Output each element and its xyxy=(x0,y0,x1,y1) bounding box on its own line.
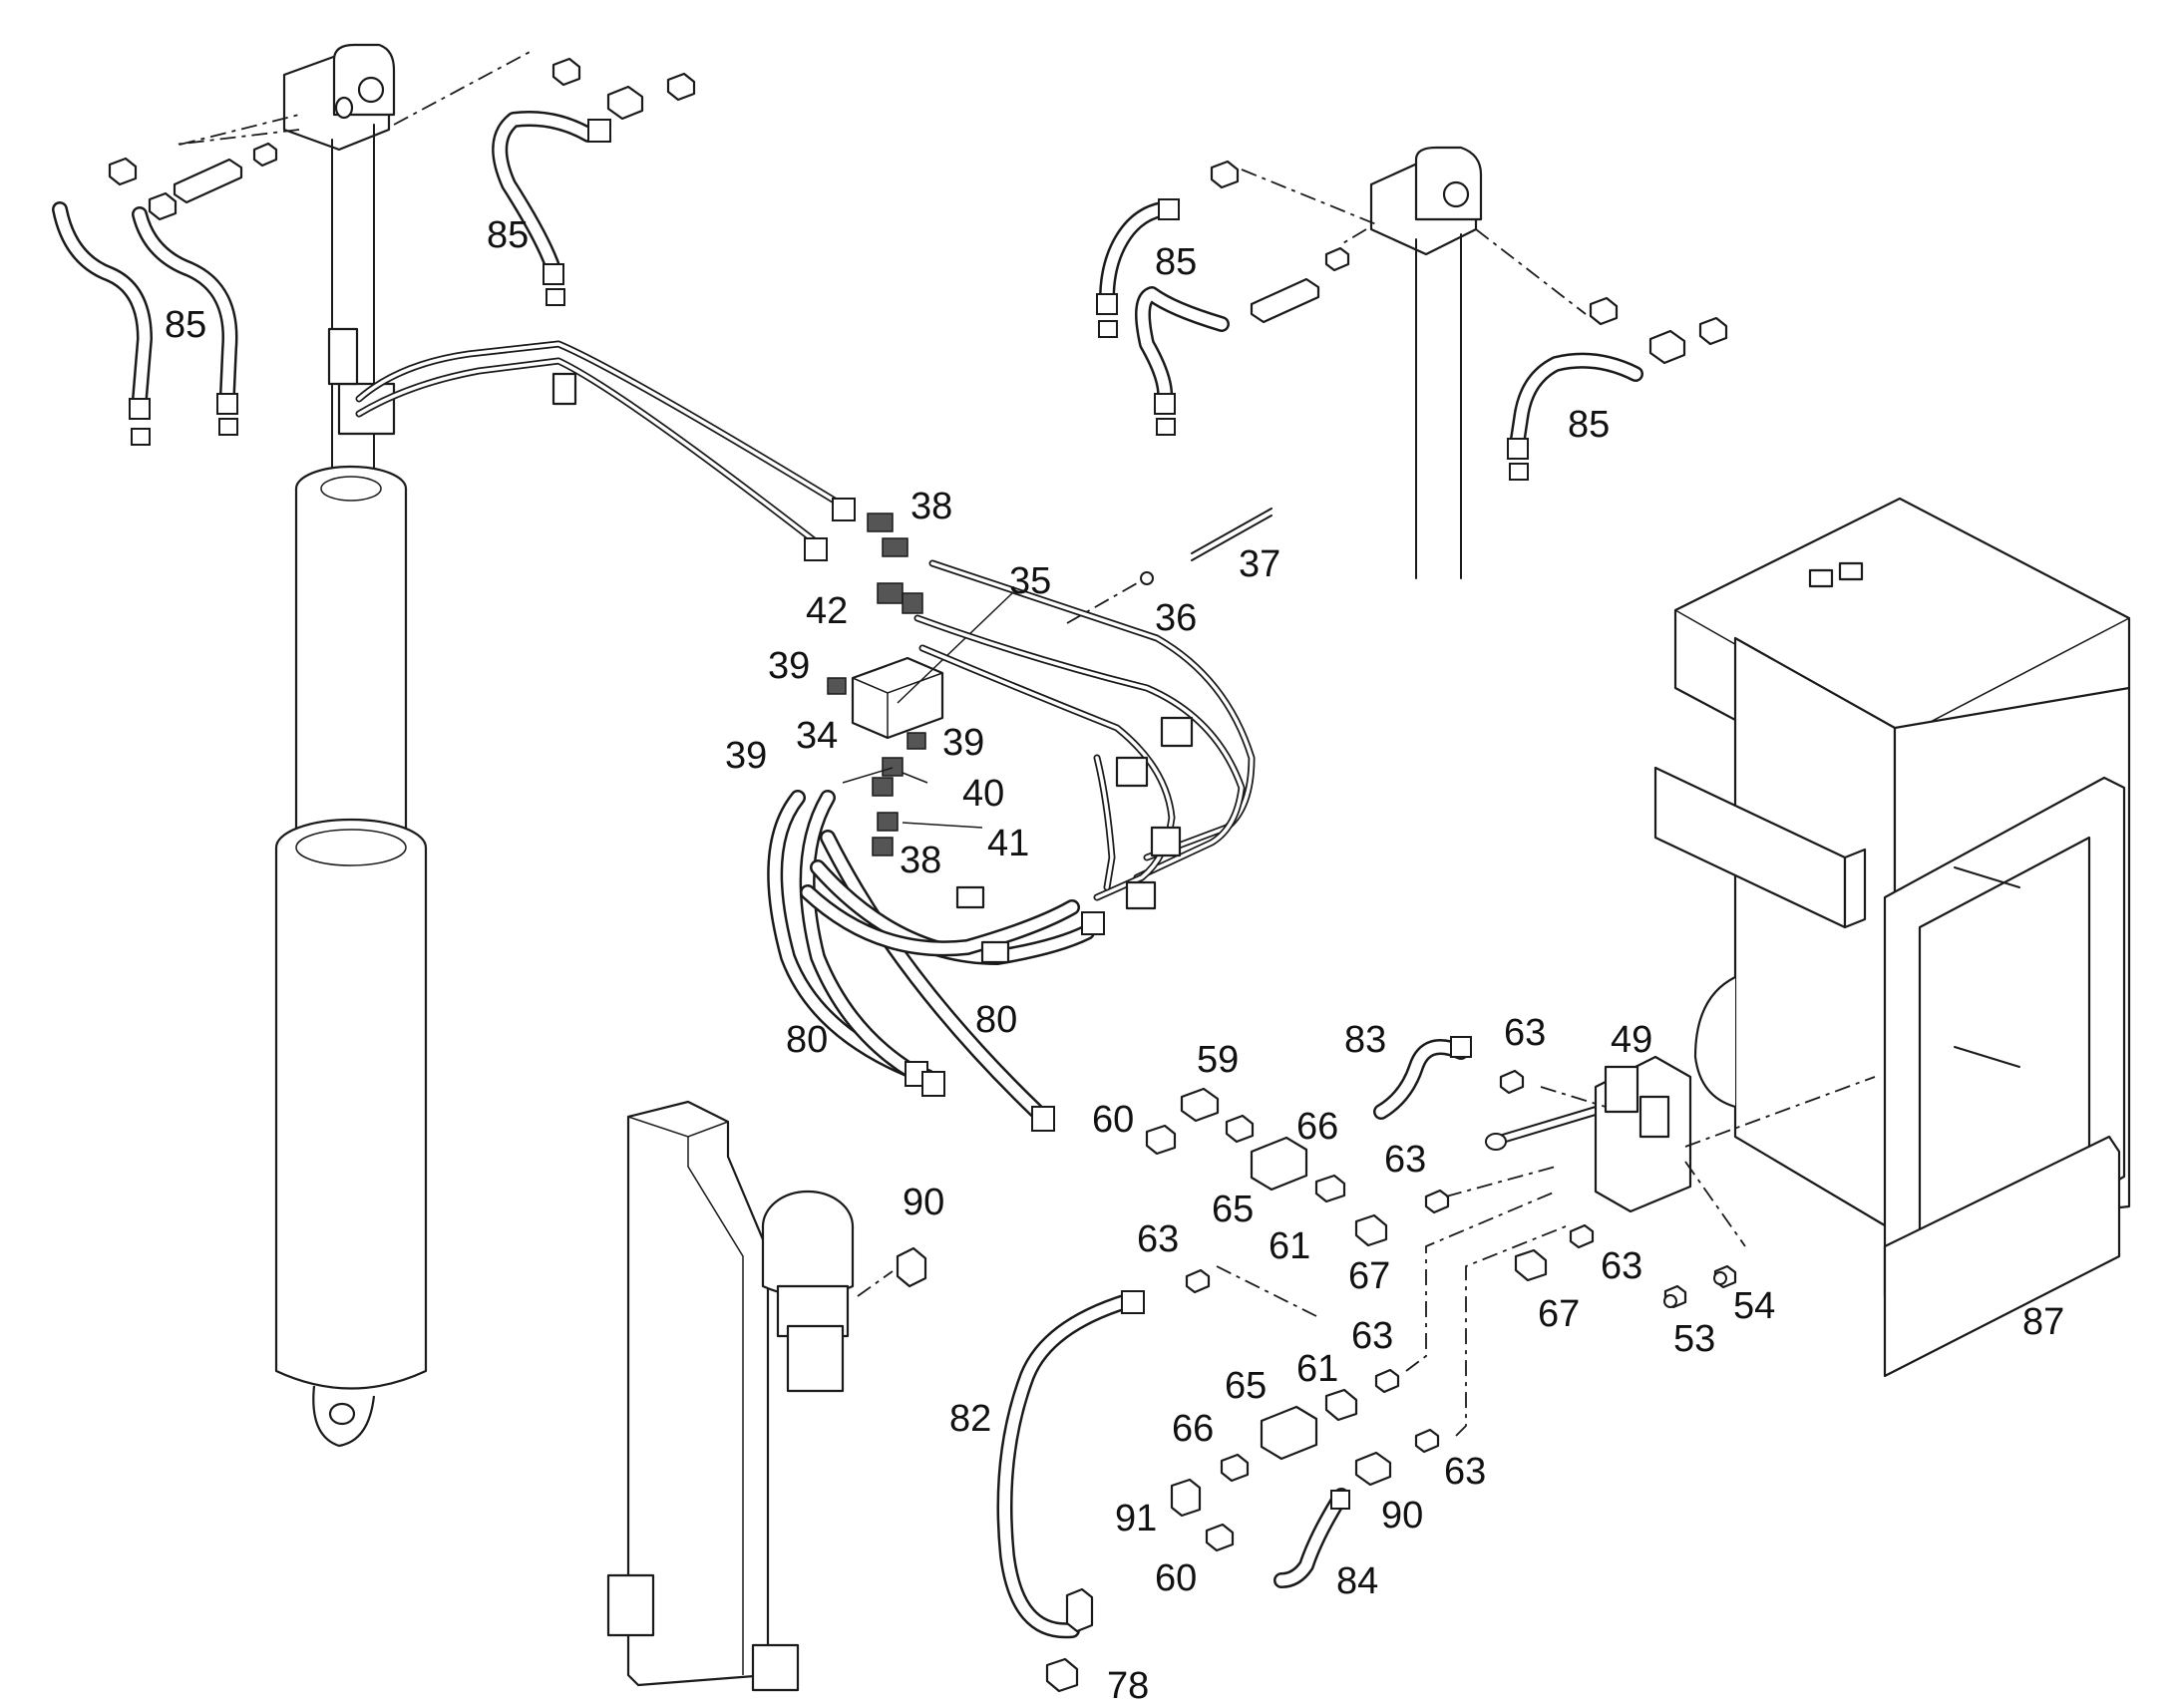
hose-85-left-b xyxy=(132,206,238,436)
pipes-left-to-valve xyxy=(355,340,856,561)
lbl-53: 53 xyxy=(1673,1318,1715,1360)
hose-84 xyxy=(1273,1488,1350,1588)
hose-85-right-a xyxy=(1096,198,1180,338)
lbl-63-f: 63 xyxy=(1444,1451,1486,1493)
dashline-3 xyxy=(179,114,300,146)
lbl-80-b: 80 xyxy=(975,999,1017,1041)
washer-54 xyxy=(1713,1271,1727,1285)
hose-85-right-b xyxy=(1135,286,1230,436)
hose-82 xyxy=(996,1290,1145,1693)
lbl-37: 37 xyxy=(1239,543,1280,585)
lbl-66-b: 66 xyxy=(1172,1408,1214,1450)
lbl-87: 87 xyxy=(2022,1301,2064,1343)
lbl-49: 49 xyxy=(1611,1019,1652,1061)
lbl-60-a: 60 xyxy=(1092,1099,1134,1141)
left-cylinder xyxy=(274,43,428,1448)
lbl-39-b: 39 xyxy=(942,722,984,764)
callout-labels: 85 85 85 85 38 37 35 42 36 39 34 39 39 4… xyxy=(165,214,2064,1707)
lbl-65-b: 65 xyxy=(1225,1365,1267,1407)
lbl-85-d: 85 xyxy=(1568,404,1610,446)
fittings-cluster-top xyxy=(1145,1069,1737,1309)
lbl-90-b: 90 xyxy=(1381,1495,1423,1537)
lbl-78: 78 xyxy=(1107,1665,1149,1707)
lbl-85-a: 85 xyxy=(487,214,529,256)
lbl-61-a: 61 xyxy=(1269,1225,1310,1267)
control-housing-87 xyxy=(1653,497,2131,1378)
lbl-85-b: 85 xyxy=(165,304,206,346)
washer-53 xyxy=(1663,1294,1677,1308)
lbl-38-b: 38 xyxy=(900,840,941,881)
hose-85-left-c xyxy=(492,111,611,306)
lbl-63-a: 63 xyxy=(1504,1012,1546,1054)
lbl-60-b: 60 xyxy=(1155,1557,1197,1599)
lbl-83: 83 xyxy=(1344,1019,1386,1061)
lbl-84: 84 xyxy=(1336,1560,1378,1602)
lbl-91: 91 xyxy=(1115,1498,1157,1539)
dashline-5 xyxy=(1475,228,1587,315)
lbl-63-c: 63 xyxy=(1137,1218,1179,1260)
hoses-80 xyxy=(767,790,1105,1132)
lbl-34: 34 xyxy=(796,715,838,757)
lbl-85-c: 85 xyxy=(1155,241,1197,283)
lbl-35: 35 xyxy=(1009,560,1051,602)
hose-83 xyxy=(1373,1036,1472,1120)
dashline-6 xyxy=(1340,228,1367,245)
top-left-fittings xyxy=(108,57,696,221)
dashline-4 xyxy=(1241,169,1377,225)
lbl-41: 41 xyxy=(987,823,1029,864)
dashline-1 xyxy=(393,49,535,126)
lbl-80-a: 80 xyxy=(786,1019,828,1061)
lbl-65-a: 65 xyxy=(1212,1189,1254,1230)
right-cylinder xyxy=(1369,146,1483,579)
lbl-42: 42 xyxy=(806,590,848,632)
lbl-40: 40 xyxy=(962,773,1004,815)
fittings-cluster-bottom xyxy=(1170,1191,1567,1552)
lbl-61-b: 61 xyxy=(1296,1348,1338,1390)
top-right-fittings xyxy=(1210,160,1728,365)
lbl-36: 36 xyxy=(1155,597,1197,639)
lbl-66-a: 66 xyxy=(1296,1106,1338,1148)
lbl-67-b: 67 xyxy=(1538,1293,1580,1335)
lbl-67-a: 67 xyxy=(1348,1255,1390,1297)
lbl-39-a: 39 xyxy=(768,645,810,687)
lbl-63-b: 63 xyxy=(1384,1139,1426,1181)
lbl-38-a: 38 xyxy=(910,486,952,527)
lbl-63-d: 63 xyxy=(1601,1245,1642,1287)
lbl-63-e: 63 xyxy=(1351,1315,1393,1357)
control-valve-49 xyxy=(1485,1055,1876,1247)
hose-85-left-a xyxy=(52,201,153,446)
lbl-90-a: 90 xyxy=(903,1182,944,1223)
lbl-39-c: 39 xyxy=(725,735,767,777)
lift-post xyxy=(606,1100,927,1692)
lbl-59: 59 xyxy=(1197,1039,1239,1081)
dashline-2 xyxy=(174,129,300,146)
valve-block-area xyxy=(827,508,1272,910)
lbl-54: 54 xyxy=(1733,1285,1775,1327)
lbl-82: 82 xyxy=(949,1398,991,1440)
hose-85-right-c xyxy=(1507,352,1643,481)
